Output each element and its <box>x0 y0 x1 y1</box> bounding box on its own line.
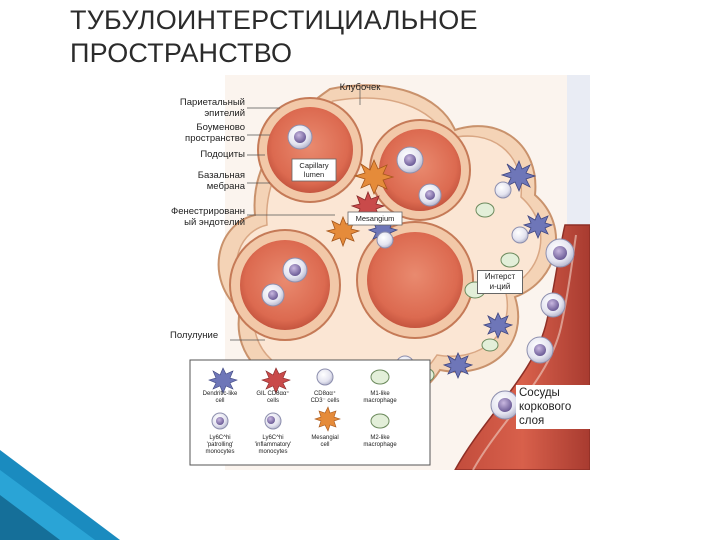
m2-macrophage-icon <box>370 413 390 429</box>
label-cortex-line2: коркового <box>519 401 572 413</box>
label-bowman-line1: Боуменово <box>196 122 245 133</box>
label-fenestrated-line2: ый эндотелий <box>184 217 245 228</box>
gil-cell-icon <box>261 367 291 394</box>
label-interstitium-line1: Интерст <box>484 272 516 281</box>
legend-r2c2-l1: Ly6C^hi <box>262 435 283 441</box>
legend-r1c3-l2: CD3⁻ cells <box>311 398 340 404</box>
title-line-2: ПРОСТРАНСТВО <box>70 38 293 68</box>
label-bowman-space: Боуменово пространство <box>150 122 245 144</box>
mesangial-cell-icon <box>314 406 341 432</box>
legend-r2c2-l3: monocytes <box>258 449 287 455</box>
legend-r1c1-l2: cell <box>215 398 224 404</box>
cd8-cell-icon <box>316 368 334 386</box>
label-basement-membrane: Базальная мебрана <box>150 170 245 192</box>
legend-r2c1-l3: monocytes <box>205 449 234 455</box>
legend-r2c3-l2: cell <box>320 442 329 448</box>
label-bowman-line2: пространство <box>185 133 245 144</box>
dendritic-cell-icon <box>208 367 238 394</box>
cell-legend: Dendritic-like cell GIL CD8αα⁺ cells CD8… <box>189 359 431 466</box>
corner-accent <box>0 450 120 540</box>
legend-r2c4-l1: M2-like <box>370 435 390 441</box>
label-basement-line1: Базальная <box>197 170 245 181</box>
label-parietal-epithelium: Париетальный эпителий <box>150 97 245 119</box>
mesangium-box <box>347 211 403 226</box>
capillary-lumen-box <box>291 158 337 182</box>
legend-r1c3-l1: CD8αα⁺ <box>314 390 336 397</box>
legend-r2c1-l1: Ly6C^hi <box>209 435 230 441</box>
glomerulus-svg: Capillary lumen Mesangium Dendritic-like… <box>189 75 591 471</box>
label-fenestrated-endothelium: Фенестрированн ый эндотелий <box>150 206 245 228</box>
glomerulus-illustration: Capillary lumen Mesangium Dendritic-like… <box>155 75 591 471</box>
m1-macrophage-icon <box>370 369 390 385</box>
label-glomerulus: Клубочек <box>339 82 381 93</box>
label-leaders <box>230 88 361 341</box>
legend-r2c2-l2: 'inflammatory' <box>255 442 292 448</box>
label-cortical-vessels: Сосуды коркового слоя <box>516 385 590 429</box>
legend-r2c1-l2: 'patrolling' <box>207 442 234 448</box>
title-line-1: ТУБУЛОИНТЕРСТИЦИАЛЬНОЕ <box>70 5 478 35</box>
label-basement-line2: мебрана <box>206 181 245 192</box>
legend-r2c3-l1: Mesangial <box>311 435 338 441</box>
label-interstitium-line2: и-ций <box>489 282 511 291</box>
legend-r1c2-l2: cells <box>267 398 279 404</box>
capillary-cells <box>261 124 442 307</box>
legend-r1c4-l2: macrophage <box>363 398 397 404</box>
label-parietal-line2: эпителий <box>204 108 245 119</box>
capillary-label-1: Capillary <box>299 161 328 170</box>
capillary-label-2: lumen <box>304 170 324 179</box>
vessel-cells <box>490 238 575 420</box>
mesangium-label: Mesangium <box>356 214 395 223</box>
capillary-loops <box>229 97 474 341</box>
label-cortex-line1: Сосуды <box>519 387 560 399</box>
page-title: ТУБУЛОИНТЕРСТИЦИАЛЬНОЕ ПРОСТРАНСТВО <box>70 4 540 70</box>
label-podocytes: Подоциты <box>200 149 245 160</box>
label-parietal-line1: Париетальный <box>179 97 245 108</box>
legend-r2c4-l2: macrophage <box>363 442 397 448</box>
label-fenestrated-line1: Фенестрированн <box>170 206 245 217</box>
legend-r1c2-l1: GIL CD8αα⁺ <box>256 390 289 397</box>
legend-r1c4-l1: M1-like <box>370 391 390 397</box>
legend-r1c1-l1: Dendritic-like <box>203 391 238 397</box>
label-interstitium: Интерст и-ций <box>477 270 523 294</box>
label-cortex-line3: слоя <box>519 415 545 427</box>
label-crescent: Полулуние <box>170 330 219 341</box>
